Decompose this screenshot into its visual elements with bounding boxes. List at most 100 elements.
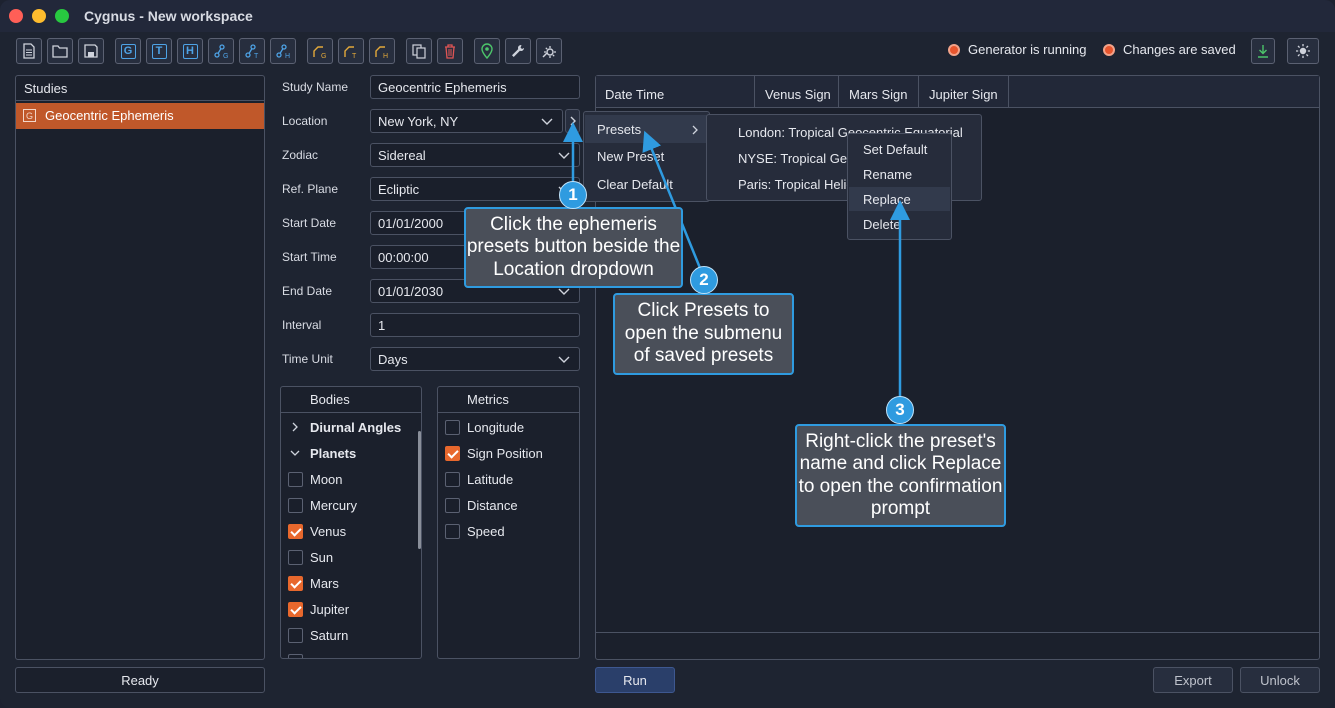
new-document-button[interactable] <box>16 38 42 64</box>
menu-item-clear-default[interactable]: Clear Default <box>597 177 673 192</box>
study-name-input[interactable]: Geocentric Ephemeris <box>370 75 580 99</box>
geocentric-study-button[interactable]: G <box>115 38 141 64</box>
interval-input[interactable]: 1 <box>370 313 580 337</box>
column-header-jupiter-sign[interactable]: Jupiter Sign <box>929 87 998 102</box>
preferences-button[interactable] <box>536 38 562 64</box>
metric-label-longitude: Longitude <box>467 420 525 435</box>
chevron-down-icon <box>558 356 570 363</box>
metrics-divider <box>438 412 579 413</box>
graph-g-button[interactable]: G <box>208 38 234 64</box>
open-folder-button[interactable] <box>47 38 73 64</box>
preset-context-menu: Set Default Rename Replace Delete <box>847 133 952 240</box>
chart-g-button[interactable]: G <box>307 38 333 64</box>
svg-text:G: G <box>223 53 228 59</box>
ref-plane-label: Ref. Plane <box>282 182 339 196</box>
close-window-button[interactable] <box>9 9 23 23</box>
chevron-right-icon <box>292 422 298 432</box>
context-item-delete[interactable]: Delete <box>863 217 901 232</box>
chevron-down-icon <box>558 152 570 159</box>
metric-label-sign-position: Sign Position <box>467 446 543 461</box>
graph-h-button[interactable]: H <box>270 38 296 64</box>
zodiac-value: Sidereal <box>378 148 426 163</box>
title-bar: Cygnus - New workspace <box>0 0 1335 32</box>
checkbox-partial[interactable] <box>288 654 303 658</box>
step-badge-2: 2 <box>690 266 718 294</box>
chevron-right-icon <box>692 125 698 135</box>
context-item-replace[interactable]: Replace <box>849 187 950 211</box>
column-header-date-time[interactable]: Date Time <box>605 87 665 102</box>
menu-item-new-preset[interactable]: New Preset <box>597 149 665 164</box>
column-header-venus-sign[interactable]: Venus Sign <box>765 87 831 102</box>
presets-menu-button[interactable] <box>565 109 580 133</box>
chart-h-icon: H <box>375 46 388 59</box>
context-item-set-default[interactable]: Set Default <box>863 142 928 157</box>
step-badge-1: 1 <box>559 181 587 209</box>
checkbox-sign-position[interactable] <box>445 446 460 461</box>
start-time-value: 00:00:00 <box>378 250 429 265</box>
download-button[interactable] <box>1251 38 1275 64</box>
checkbox-venus[interactable] <box>288 524 303 539</box>
column-divider <box>1008 76 1009 107</box>
callout-3-text: Right-click the preset's name and click … <box>798 430 1003 520</box>
time-unit-dropdown[interactable]: Days <box>370 347 580 371</box>
chevron-down-icon <box>541 118 553 125</box>
callout-1: Click the ephemeris presets button besid… <box>464 207 683 288</box>
ready-status: Ready <box>15 667 265 693</box>
location-button[interactable] <box>474 38 500 64</box>
zoom-window-button[interactable] <box>55 9 69 23</box>
graph-h-icon: H <box>276 44 290 59</box>
window-title: Cygnus - New workspace <box>84 8 253 24</box>
copy-button[interactable] <box>406 38 432 64</box>
zodiac-label: Zodiac <box>282 148 319 162</box>
study-name-label: Study Name <box>282 80 349 94</box>
run-button[interactable]: Run <box>595 667 675 693</box>
location-value: New York, NY <box>378 114 459 129</box>
checkbox-mars[interactable] <box>288 576 303 591</box>
t-icon: T <box>151 43 167 59</box>
zodiac-dropdown[interactable]: Sidereal <box>370 143 580 167</box>
bodies-scrollbar[interactable] <box>418 431 421 549</box>
unlock-button[interactable]: Unlock <box>1240 667 1320 693</box>
theme-toggle-button[interactable] <box>1287 38 1319 64</box>
checkbox-longitude[interactable] <box>445 420 460 435</box>
checkbox-speed[interactable] <box>445 524 460 539</box>
preset-item-nyse[interactable]: NYSE: Tropical Geo <box>738 151 855 166</box>
chart-h-button[interactable]: H <box>369 38 395 64</box>
h-icon: H <box>182 43 198 59</box>
checkbox-sun[interactable] <box>288 550 303 565</box>
settings-button[interactable] <box>505 38 531 64</box>
studies-header: Studies <box>24 81 68 96</box>
tropical-study-button[interactable]: T <box>146 38 172 64</box>
time-unit-label: Time Unit <box>282 352 333 366</box>
export-button[interactable]: Export <box>1153 667 1233 693</box>
ref-plane-dropdown[interactable]: Ecliptic <box>370 177 580 201</box>
chart-t-button[interactable]: T <box>338 38 364 64</box>
graph-t-button[interactable]: T <box>239 38 265 64</box>
checkbox-mercury[interactable] <box>288 498 303 513</box>
studies-divider <box>16 100 264 101</box>
group-label: Diurnal Angles <box>310 420 402 435</box>
save-button[interactable] <box>78 38 104 64</box>
map-pin-icon <box>481 43 493 59</box>
context-item-rename[interactable]: Rename <box>863 167 913 182</box>
study-item-geocentric-ephemeris[interactable]: G Geocentric Ephemeris <box>16 103 264 129</box>
heliocentric-study-button[interactable]: H <box>177 38 203 64</box>
checkbox-saturn[interactable] <box>288 628 303 643</box>
chevron-right-icon <box>570 116 576 126</box>
generator-status: Generator is running <box>948 42 1087 57</box>
location-dropdown[interactable]: New York, NY <box>370 109 563 133</box>
start-date-label: Start Date <box>282 216 337 230</box>
checkbox-jupiter[interactable] <box>288 602 303 617</box>
delete-button[interactable] <box>437 38 463 64</box>
checkbox-latitude[interactable] <box>445 472 460 487</box>
preset-item-paris[interactable]: Paris: Tropical Helio <box>738 177 854 192</box>
menu-item-presets[interactable]: Presets <box>585 115 708 143</box>
checkbox-moon[interactable] <box>288 472 303 487</box>
checkbox-distance[interactable] <box>445 498 460 513</box>
end-date-label: End Date <box>282 284 333 298</box>
context-item-label: Replace <box>863 192 911 207</box>
minimize-window-button[interactable] <box>32 9 46 23</box>
save-status-text: Changes are saved <box>1123 42 1236 57</box>
column-header-mars-sign[interactable]: Mars Sign <box>849 87 908 102</box>
